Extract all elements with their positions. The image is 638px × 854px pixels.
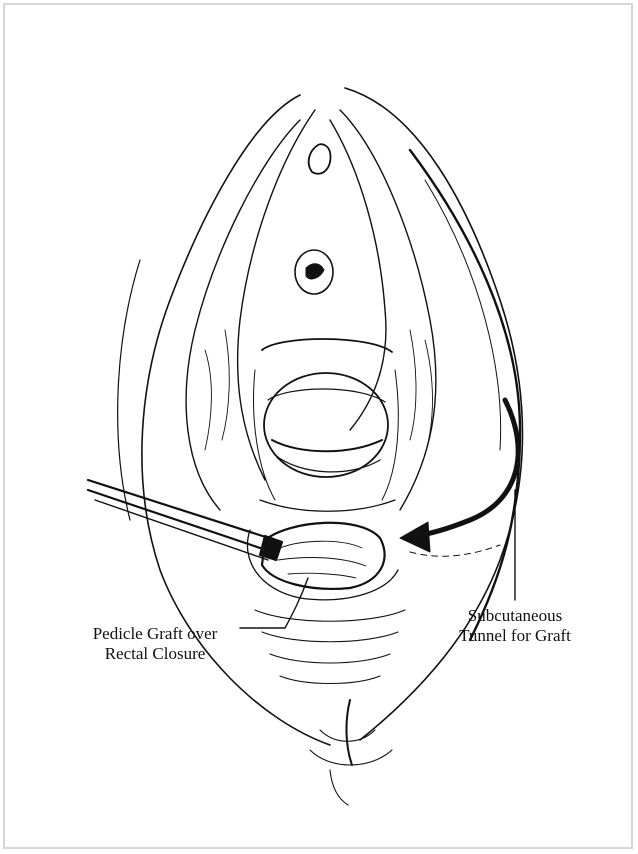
urethral-meatus <box>295 250 333 294</box>
perineum-folds <box>255 610 405 805</box>
graft-label-line2: Rectal Closure <box>70 644 240 664</box>
tunnel-label: Subcutaneous Tunnel for Graft <box>440 606 590 646</box>
tunnel-label-line2: Tunnel for Graft <box>440 626 590 646</box>
pedicle-graft <box>247 523 398 600</box>
graft-label-line1: Pedicle Graft over <box>70 624 240 644</box>
cervix-structure <box>254 339 399 511</box>
tunnel-label-line1: Subcutaneous <box>440 606 590 626</box>
forceps-icon <box>88 480 282 560</box>
graft-label: Pedicle Graft over Rectal Closure <box>70 624 240 664</box>
